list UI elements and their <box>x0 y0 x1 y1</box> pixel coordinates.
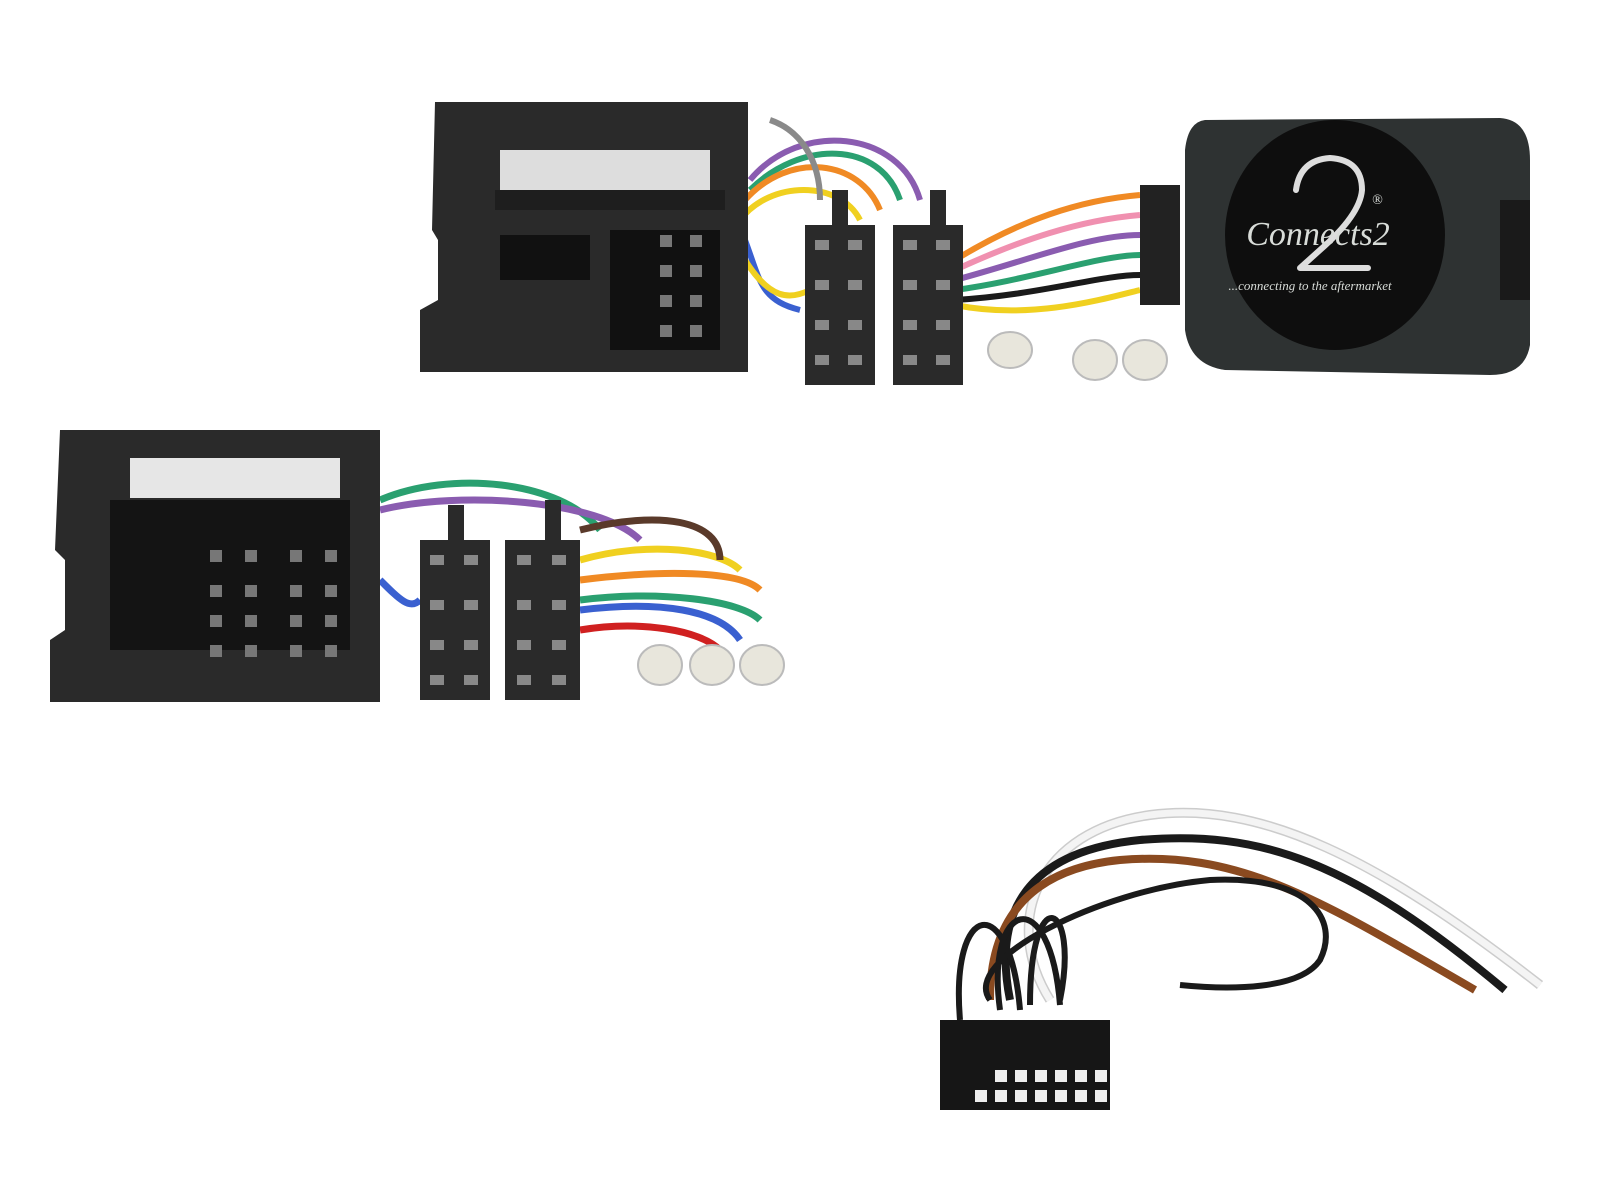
logo-numeral-2-shape <box>1293 155 1371 271</box>
connects2-logo: Connects2 ® ...connecting to the afterma… <box>1228 155 1392 293</box>
antenna-terminals-middle <box>637 644 785 686</box>
middle-wires <box>377 479 763 653</box>
logo-brand: Connects2 <box>1246 216 1390 253</box>
quadlock-connector-top <box>420 102 748 372</box>
steering-interface-box: Connects2 ® ...connecting to the afterma… <box>1140 118 1530 375</box>
logo-tagline: ...connecting to the aftermarket <box>1228 278 1392 293</box>
middle-harness <box>50 430 785 702</box>
patch-lead <box>940 807 1544 1110</box>
logo-registered: ® <box>1372 193 1383 208</box>
top-harness: Connects2 ® ...connecting to the afterma… <box>420 102 1530 385</box>
antenna-terminals-top <box>987 331 1168 381</box>
quadlock-connector-middle <box>50 430 380 702</box>
iso-connectors-top <box>805 190 963 385</box>
molex-connector <box>940 1020 1110 1110</box>
iso-connectors-middle <box>420 500 580 700</box>
top-wires <box>737 117 1141 314</box>
